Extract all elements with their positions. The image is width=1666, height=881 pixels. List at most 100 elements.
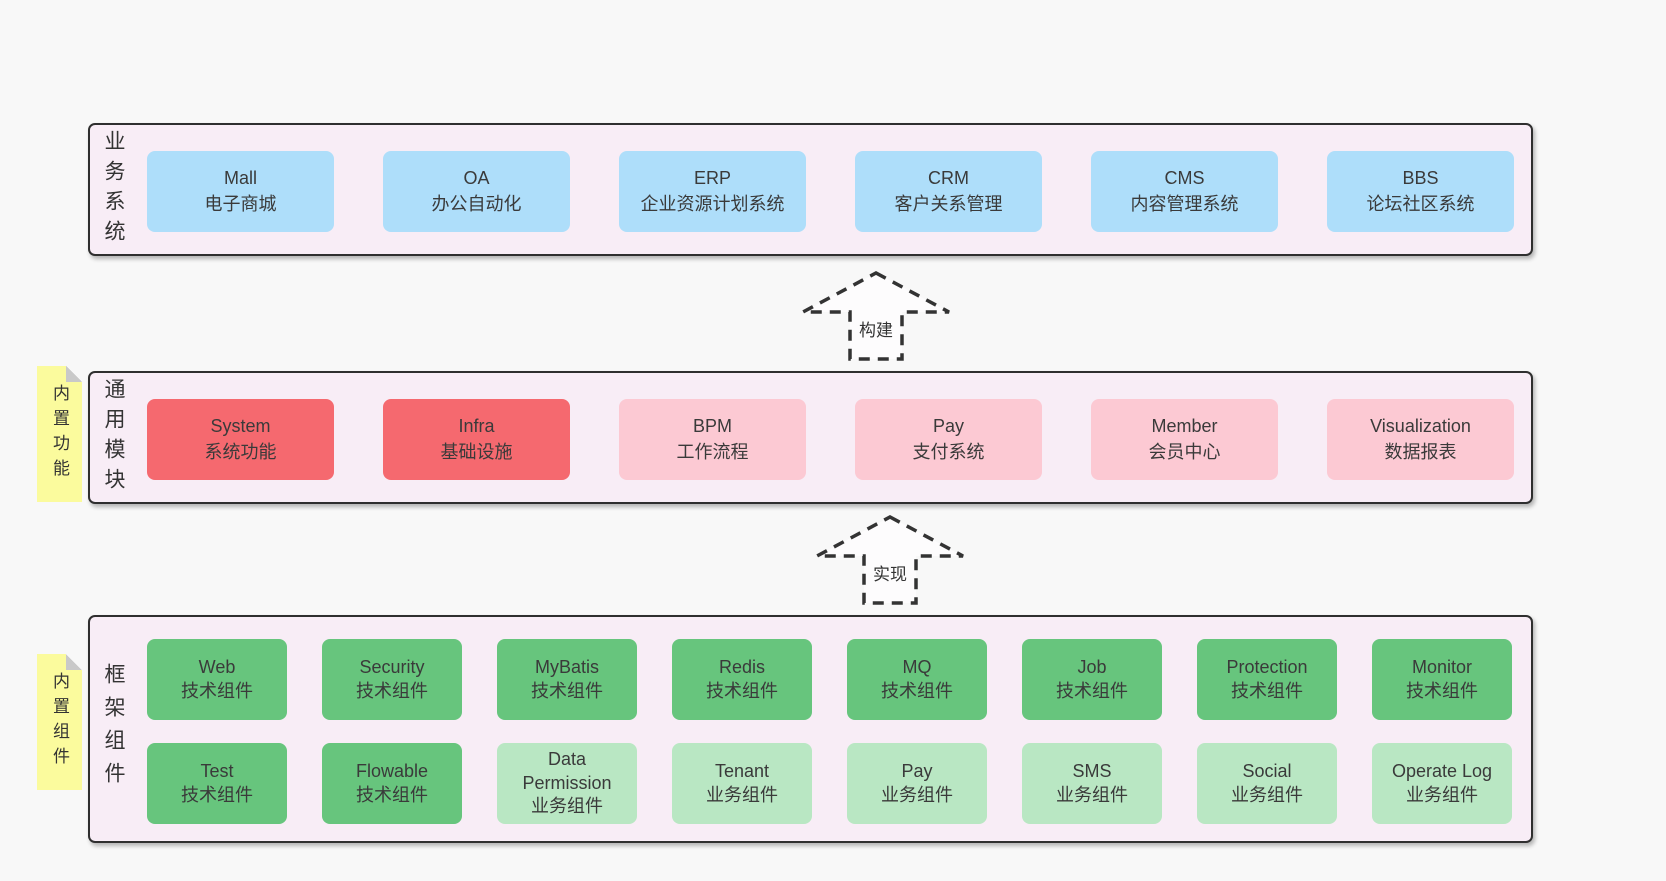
box-desc: 支付系统 xyxy=(912,441,985,462)
box-cms: CMS 内容管理系统 xyxy=(1091,151,1278,232)
box-name: Test xyxy=(200,760,234,781)
panel-business-systems: 业务系统 Mall 电子商城 OA 办公自动化 ERP 企业资源计划系统 CRM… xyxy=(88,123,1533,256)
business-box-row: Mall 电子商城 OA 办公自动化 ERP 企业资源计划系统 CRM 客户关系… xyxy=(147,151,1514,232)
box-name: Pay xyxy=(901,760,933,781)
box-name: Social xyxy=(1242,760,1292,781)
box-social: Social 业务组件 xyxy=(1197,743,1337,824)
build-arrow: 构建 xyxy=(801,270,951,362)
box-desc: 业务组件 xyxy=(1231,784,1303,805)
box-name: Web xyxy=(198,656,236,677)
box-tenant: Tenant 业务组件 xyxy=(672,743,812,824)
components-box-row-1: Web 技术组件 Security 技术组件 MyBatis 技术组件 Redi… xyxy=(147,639,1512,720)
up-block-arrow-icon xyxy=(802,271,950,361)
box-infra: Infra 基础设施 xyxy=(383,399,570,480)
box-desc: 技术组件 xyxy=(1406,680,1478,701)
box-pay-component: Pay 业务组件 xyxy=(847,743,987,824)
implement-arrow: 实现 xyxy=(815,514,965,606)
box-redis: Redis 技术组件 xyxy=(672,639,812,720)
panel-framework-components: 框架组件 Web 技术组件 Security 技术组件 MyBatis 技术组件… xyxy=(88,615,1533,843)
box-name: Flowable xyxy=(355,760,429,781)
panel-common-modules: 通用模块 System 系统功能 Infra 基础设施 BPM 工作流程 Pay… xyxy=(88,371,1533,504)
modules-layer-label: 通用模块 xyxy=(102,377,125,498)
implement-arrow-label: 实现 xyxy=(873,565,907,584)
box-desc: 基础设施 xyxy=(440,441,513,462)
box-mybatis: MyBatis 技术组件 xyxy=(497,639,637,720)
box-crm: CRM 客户关系管理 xyxy=(855,151,1042,232)
box-desc: 论坛社区系统 xyxy=(1366,193,1475,214)
box-pay-module: Pay 支付系统 xyxy=(855,399,1042,480)
box-oa: OA 办公自动化 xyxy=(383,151,570,232)
box-security: Security 技术组件 xyxy=(322,639,462,720)
box-desc: 数据报表 xyxy=(1384,441,1457,462)
box-desc: 技术组件 xyxy=(881,680,953,701)
box-bpm: BPM 工作流程 xyxy=(619,399,806,480)
box-web: Web 技术组件 xyxy=(147,639,287,720)
box-test: Test 技术组件 xyxy=(147,743,287,824)
box-desc: 企业资源计划系统 xyxy=(640,193,785,214)
box-name: Redis xyxy=(718,656,766,677)
box-name: MyBatis xyxy=(534,656,599,677)
box-desc: 业务组件 xyxy=(1406,784,1478,805)
box-desc: 技术组件 xyxy=(356,680,428,701)
sticky-built-in-features: 内置功能 xyxy=(37,366,82,502)
box-name: Pay xyxy=(932,415,965,436)
box-protection: Protection 技术组件 xyxy=(1197,639,1337,720)
box-name: Infra xyxy=(458,415,495,436)
box-visualization: Visualization 数据报表 xyxy=(1327,399,1514,480)
box-desc: 技术组件 xyxy=(706,680,778,701)
box-name: MQ xyxy=(902,656,932,677)
business-layer-label: 业务系统 xyxy=(102,129,125,250)
box-name: Operate Log xyxy=(1391,760,1493,781)
box-desc: 业务组件 xyxy=(1056,784,1128,805)
build-arrow-label: 构建 xyxy=(859,321,893,340)
box-name: Mall xyxy=(223,167,257,188)
box-name: Monitor xyxy=(1411,656,1473,677)
components-layer-label: 框架组件 xyxy=(102,663,125,795)
box-desc: 技术组件 xyxy=(181,784,253,805)
box-mq: MQ 技术组件 xyxy=(847,639,987,720)
box-member: Member 会员中心 xyxy=(1091,399,1278,480)
box-name: Data Permission xyxy=(522,748,612,793)
box-name: System xyxy=(210,415,271,436)
box-data-permission: Data Permission 业务组件 xyxy=(497,743,637,824)
box-name: Tenant xyxy=(714,760,770,781)
box-desc: 系统功能 xyxy=(204,441,277,462)
box-name: Job xyxy=(1077,656,1107,677)
box-desc: 技术组件 xyxy=(356,784,428,805)
box-name: Member xyxy=(1151,415,1218,436)
modules-box-row: System 系统功能 Infra 基础设施 BPM 工作流程 Pay 支付系统… xyxy=(147,399,1514,480)
box-desc: 会员中心 xyxy=(1148,441,1221,462)
box-system: System 系统功能 xyxy=(147,399,334,480)
box-desc: 业务组件 xyxy=(881,784,953,805)
box-job: Job 技术组件 xyxy=(1022,639,1162,720)
box-desc: 客户关系管理 xyxy=(894,193,1003,214)
box-name: CMS xyxy=(1164,167,1205,188)
box-name: Visualization xyxy=(1370,415,1471,436)
box-erp: ERP 企业资源计划系统 xyxy=(619,151,806,232)
box-name: Security xyxy=(359,656,425,677)
box-desc: 技术组件 xyxy=(1056,680,1128,701)
sticky-built-in-components: 内置组件 xyxy=(37,654,82,790)
box-name: BPM xyxy=(692,415,732,436)
box-operate-log: Operate Log 业务组件 xyxy=(1372,743,1512,824)
components-box-row-2: Test 技术组件 Flowable 技术组件 Data Permission … xyxy=(147,743,1512,824)
box-desc: 技术组件 xyxy=(181,680,253,701)
box-mall: Mall 电子商城 xyxy=(147,151,334,232)
box-desc: 业务组件 xyxy=(706,784,778,805)
box-name: OA xyxy=(463,167,490,188)
box-name: BBS xyxy=(1402,167,1439,188)
box-name: Protection xyxy=(1226,656,1308,677)
box-sms: SMS 业务组件 xyxy=(1022,743,1162,824)
box-desc: 内容管理系统 xyxy=(1130,193,1239,214)
box-name: CRM xyxy=(928,167,969,188)
box-desc: 业务组件 xyxy=(531,796,603,817)
box-name: ERP xyxy=(693,167,731,188)
box-desc: 技术组件 xyxy=(1231,680,1303,701)
box-monitor: Monitor 技术组件 xyxy=(1372,639,1512,720)
box-flowable: Flowable 技术组件 xyxy=(322,743,462,824)
box-desc: 办公自动化 xyxy=(431,193,522,214)
box-desc: 电子商城 xyxy=(204,193,277,214)
box-desc: 工作流程 xyxy=(676,441,749,462)
box-desc: 技术组件 xyxy=(531,680,603,701)
